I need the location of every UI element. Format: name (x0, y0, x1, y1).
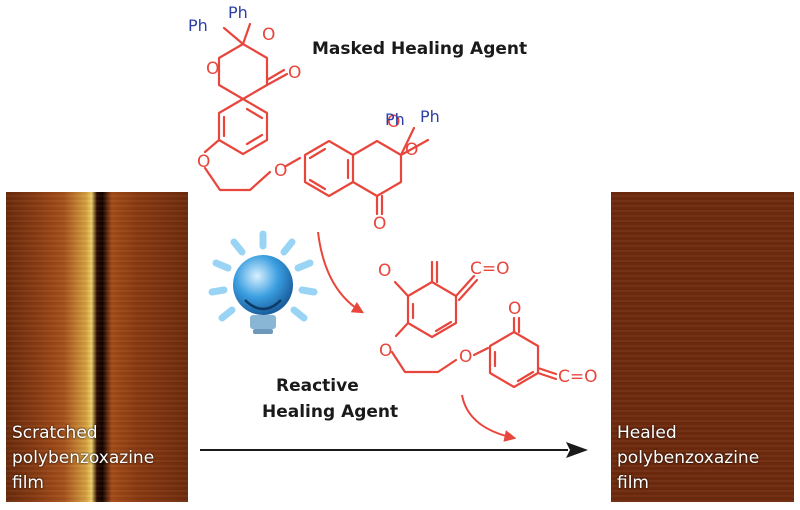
phenyl-label-1: Ph (188, 16, 208, 35)
scratched-label-line3: film (12, 473, 44, 493)
reactive-label-line2: Healing Agent (262, 402, 398, 422)
lower-benzene-double-bonds (308, 147, 350, 191)
lower-heterocycle (351, 139, 403, 198)
upper-ring-oxygen: O (206, 59, 219, 79)
ether-oxygen-reactive-left: O (379, 341, 392, 361)
ketene-group-bottom: C=O (558, 367, 598, 387)
phenyl-label-4: Ph (420, 107, 440, 126)
lower-ring-oxygen-2: O (405, 140, 418, 160)
healed-film-label: Healed polybenzoxazine film (617, 421, 759, 496)
quinone-oxygen-bottom: O (508, 299, 521, 319)
masked-healing-agent-molecule: O O O O O O O O Ph Ph Ph Ph (188, 3, 440, 234)
quinone-oxygen-top: O (378, 261, 391, 281)
lower-carbonyl-oxygen: O (373, 214, 386, 234)
ether-oxygen-reactive-right: O (459, 347, 472, 367)
upper-quinoid-ring (406, 280, 458, 339)
phenyl-label-2: Ph (228, 3, 248, 22)
ether-oxygen-left: O (197, 152, 210, 172)
upper-heterocycle (217, 42, 269, 101)
scratched-label-line2: polybenzoxazine (12, 448, 155, 468)
upper-benzene-ring (217, 97, 269, 156)
scratched-film-label: Scratched polybenzoxazine film (12, 421, 154, 496)
healed-label-line1: Healed (617, 423, 677, 443)
healed-label-line2: polybenzoxazine (617, 448, 760, 468)
red-reaction-arrow-2 (461, 394, 517, 442)
red-reaction-arrow-1 (317, 231, 365, 314)
healed-label-line3: film (617, 473, 649, 493)
ketene-group-top: C=O (470, 259, 510, 279)
phenyl-label-3: Ph (385, 110, 405, 129)
ether-oxygen-right: O (274, 161, 287, 181)
masked-healing-agent-label: Masked Healing Agent (312, 39, 527, 59)
light-bulb-icon (208, 230, 318, 334)
upper-carbonyl-oxygen: O (288, 63, 301, 83)
scratched-film-image: Scratched polybenzoxazine film (6, 192, 188, 502)
lower-benzene-ring (303, 139, 355, 198)
healed-film-image: Healed polybenzoxazine film (611, 192, 794, 502)
main-process-arrow-head (566, 442, 588, 458)
upper-benzene-double-bonds (222, 107, 264, 146)
reactive-label-line1: Reactive (276, 376, 359, 396)
scratched-label-line1: Scratched (12, 423, 98, 443)
upper-ring-oxygen-2: O (262, 25, 275, 45)
lower-ring-oxygen: O (387, 112, 400, 132)
reactive-healing-agent-molecule: O C=O O O O C=O (378, 259, 598, 389)
lower-quinoid-ring (488, 330, 540, 389)
